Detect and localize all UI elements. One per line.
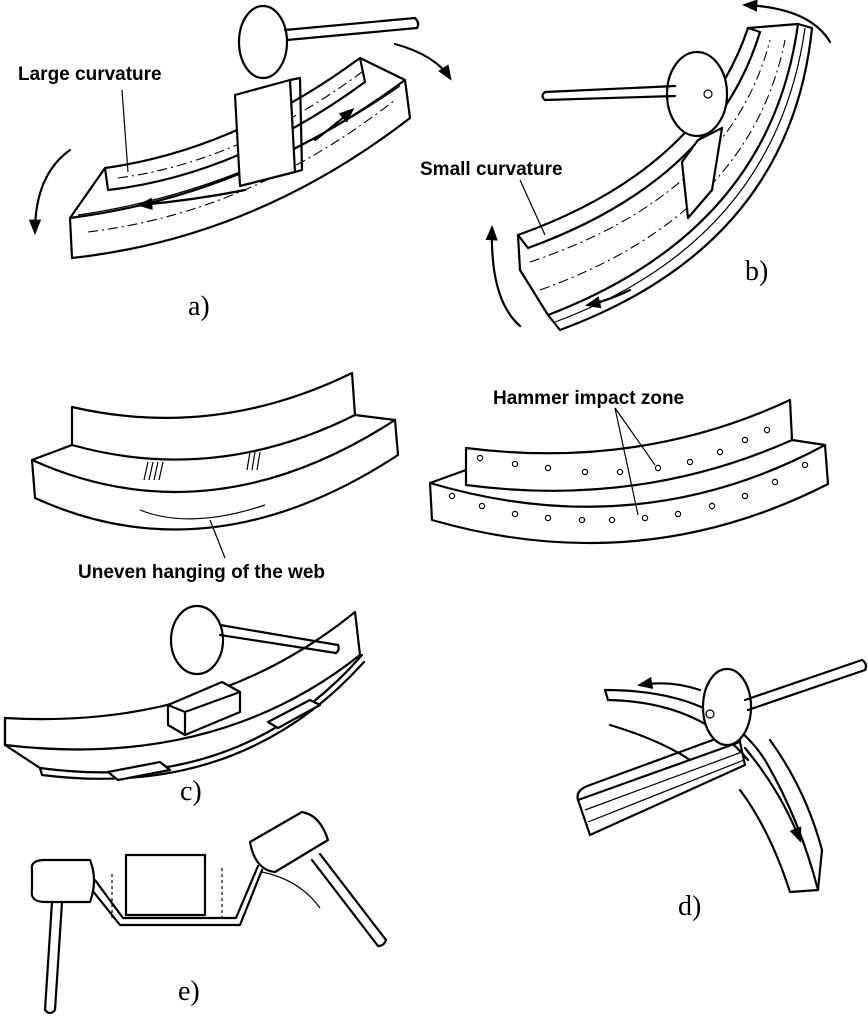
strain-marks-1 bbox=[143, 461, 164, 481]
leader-small-curvature bbox=[519, 179, 546, 236]
force-arrow-a2 bbox=[313, 107, 355, 142]
leader-uneven bbox=[209, 519, 226, 559]
panel-c: c) bbox=[3, 604, 366, 807]
label-small-curvature: Small curvature bbox=[420, 159, 563, 180]
block-e bbox=[124, 853, 207, 917]
strain-marks-2 bbox=[246, 451, 261, 471]
hammer-a bbox=[237, 4, 420, 80]
rotation-arrow-bottom-b bbox=[485, 224, 522, 328]
rotation-arrow-right-a bbox=[393, 42, 452, 81]
panel-b: Small curvature b) bbox=[420, 0, 832, 332]
flat-block-a bbox=[233, 76, 304, 188]
hammer-c bbox=[169, 604, 340, 676]
support-right-c bbox=[266, 698, 322, 730]
force-arrow-b bbox=[584, 288, 632, 309]
force-arrow-a bbox=[136, 188, 247, 211]
hammer-d bbox=[701, 658, 868, 747]
support-left-c bbox=[106, 760, 172, 782]
beam-d bbox=[576, 740, 747, 837]
uneven-web-figure: Uneven hanging of the web bbox=[30, 371, 400, 583]
impact-dots bbox=[448, 426, 809, 524]
caption-a: a) bbox=[188, 291, 210, 322]
label-hammer-impact-zone: Hammer impact zone bbox=[493, 388, 684, 409]
rotation-arrow-left-a bbox=[28, 148, 72, 236]
impact-zone-figure: Hammer impact zone bbox=[428, 388, 830, 545]
arrow-d-down bbox=[743, 746, 802, 843]
rotation-arrow-top-b bbox=[741, 0, 832, 44]
flat-block-b bbox=[680, 126, 724, 220]
leader-large-curvature bbox=[121, 89, 129, 173]
caption-b: b) bbox=[745, 256, 768, 287]
channel-e bbox=[86, 868, 264, 927]
hammer-b bbox=[541, 50, 729, 138]
panel-a: Large curvature a) bbox=[18, 4, 452, 322]
caption-e: e) bbox=[178, 976, 200, 1007]
leader-impact-zone bbox=[614, 407, 656, 516]
label-large-curvature: Large curvature bbox=[18, 64, 162, 85]
hammer-e-right bbox=[248, 810, 388, 948]
panel-e: e) bbox=[30, 810, 388, 1015]
caption-c: c) bbox=[180, 776, 202, 807]
label-uneven-hanging: Uneven hanging of the web bbox=[78, 562, 325, 583]
caption-d: d) bbox=[678, 891, 701, 922]
panel-d: d) bbox=[576, 658, 868, 922]
hammer-e-left bbox=[30, 858, 96, 1015]
arrow-d-left bbox=[636, 676, 702, 692]
